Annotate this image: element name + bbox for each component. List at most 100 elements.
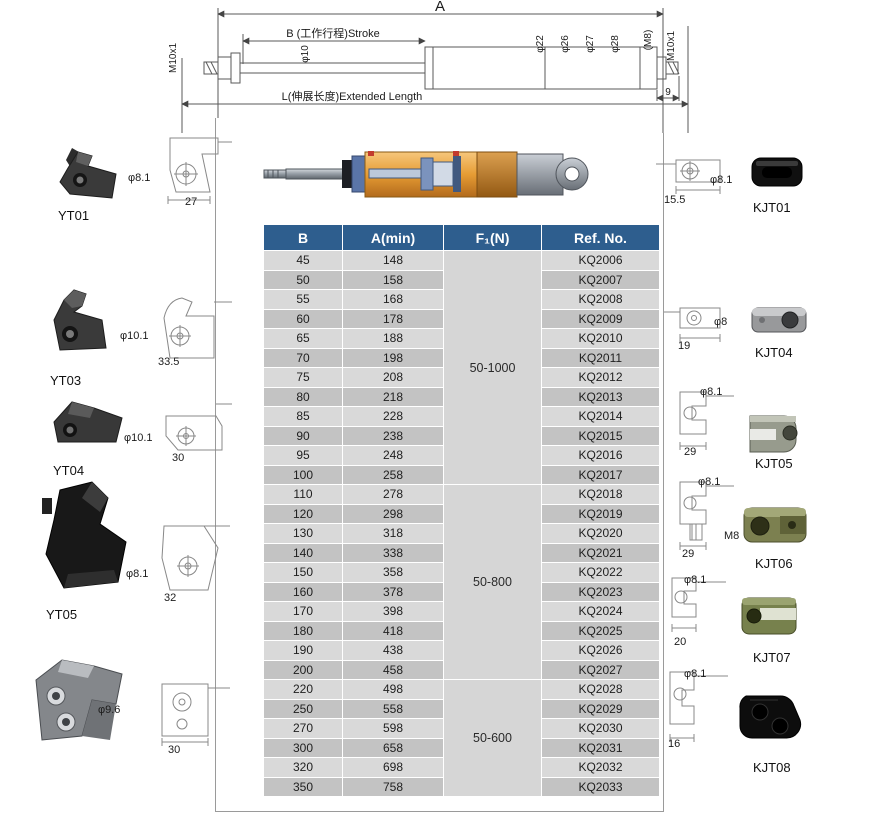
yt05-line-drawing [161, 525, 230, 591]
body-dia-27-label: φ27 [585, 35, 596, 53]
technical-drawing: A B (工作行程)Stroke L(伸展长度)Extended Length … [168, 0, 689, 133]
kjt01-width-label: 15.5 [664, 194, 686, 206]
cell-force-range: 50-600 [444, 680, 541, 796]
cell-ref-no: KQ2032 [542, 758, 659, 777]
cell-a-min: 558 [343, 699, 443, 718]
cell-a-min: 178 [343, 309, 443, 328]
cell-ref-no: KQ2006 [542, 251, 659, 270]
cell-ref-no: KQ2007 [542, 270, 659, 289]
kjt08-line-drawing [669, 671, 728, 742]
yt04-width-label: 30 [172, 452, 185, 464]
cell-a-min: 278 [343, 485, 443, 504]
cell-stroke-b: 95 [264, 446, 342, 465]
bottom-left-width-label: 30 [168, 744, 181, 756]
cell-stroke-b: 250 [264, 699, 342, 718]
cell-stroke-b: 320 [264, 758, 342, 777]
cell-stroke-b: 50 [264, 270, 342, 289]
cell-stroke-b: 140 [264, 543, 342, 562]
cell-ref-no: KQ2014 [542, 407, 659, 426]
cell-ref-no: KQ2025 [542, 621, 659, 640]
kjt05-end-fitting-icon [749, 415, 798, 453]
cell-ref-no: KQ2015 [542, 426, 659, 445]
cell-a-min: 338 [343, 543, 443, 562]
right-frame-line [663, 133, 664, 812]
cell-ref-no: KQ2026 [542, 641, 659, 660]
kjt07-diameter-label: φ8.1 [684, 574, 707, 586]
cell-a-min: 398 [343, 602, 443, 621]
kjt04-line-drawing [664, 307, 721, 342]
yt04-part-name: YT04 [53, 463, 85, 478]
kjt06-width-label: 29 [682, 548, 695, 560]
cell-stroke-b: 65 [264, 329, 342, 348]
col-header-force: F₁(N) [444, 225, 541, 250]
extended-length-label: L(伸展长度)Extended Length [282, 89, 423, 103]
cell-stroke-b: 70 [264, 348, 342, 367]
cell-force-range: 50-1000 [444, 251, 541, 484]
yt05-width-label: 32 [164, 592, 177, 604]
bottom-frame-line [215, 811, 664, 812]
cell-a-min: 658 [343, 738, 443, 757]
body-dia-26-label: φ26 [560, 35, 571, 53]
kjt01-diameter-label: φ8.1 [710, 174, 733, 186]
cell-ref-no: KQ2010 [542, 329, 659, 348]
cell-ref-no: KQ2016 [542, 446, 659, 465]
kjt04-part-name: KJT04 [755, 345, 793, 360]
cell-stroke-b: 60 [264, 309, 342, 328]
cell-a-min: 148 [343, 251, 443, 270]
kjt06-thread-label: M8 [724, 530, 740, 542]
cell-stroke-b: 220 [264, 680, 342, 699]
cell-ref-no: KQ2021 [542, 543, 659, 562]
cell-stroke-b: 120 [264, 504, 342, 523]
cell-stroke-b: 150 [264, 563, 342, 582]
yt03-part-name: YT03 [50, 373, 82, 388]
cell-ref-no: KQ2011 [542, 348, 659, 367]
spec-table-header: B A(min) F₁(N) Ref. No. [264, 225, 659, 250]
cell-ref-no: KQ2029 [542, 699, 659, 718]
cell-a-min: 158 [343, 270, 443, 289]
cell-ref-no: KQ2028 [542, 680, 659, 699]
cell-stroke-b: 75 [264, 368, 342, 387]
cell-stroke-b: 130 [264, 524, 342, 543]
cell-ref-no: KQ2009 [542, 309, 659, 328]
kjt07-line-drawing [671, 577, 726, 632]
kjt05-line-drawing [679, 391, 734, 450]
yt05-bracket-icon [42, 481, 127, 589]
cell-a-min: 498 [343, 680, 443, 699]
cell-ref-no: KQ2012 [542, 368, 659, 387]
kjt07-end-fitting-icon [741, 597, 797, 635]
gas-spring-cutaway-illustration [263, 151, 589, 198]
cell-ref-no: KQ2020 [542, 524, 659, 543]
cell-stroke-b: 90 [264, 426, 342, 445]
kjt06-diameter-label: φ8.1 [698, 476, 721, 488]
cell-stroke-b: 110 [264, 485, 342, 504]
cell-a-min: 438 [343, 641, 443, 660]
cell-stroke-b: 85 [264, 407, 342, 426]
yt01-bracket-icon [59, 148, 117, 199]
cell-a-min: 248 [343, 446, 443, 465]
cell-a-min: 208 [343, 368, 443, 387]
cell-a-min: 378 [343, 582, 443, 601]
kjt07-width-label: 20 [674, 636, 687, 648]
cell-stroke-b: 180 [264, 621, 342, 640]
kjt08-end-fitting-icon [739, 695, 802, 739]
yt04-bracket-icon [53, 401, 123, 443]
